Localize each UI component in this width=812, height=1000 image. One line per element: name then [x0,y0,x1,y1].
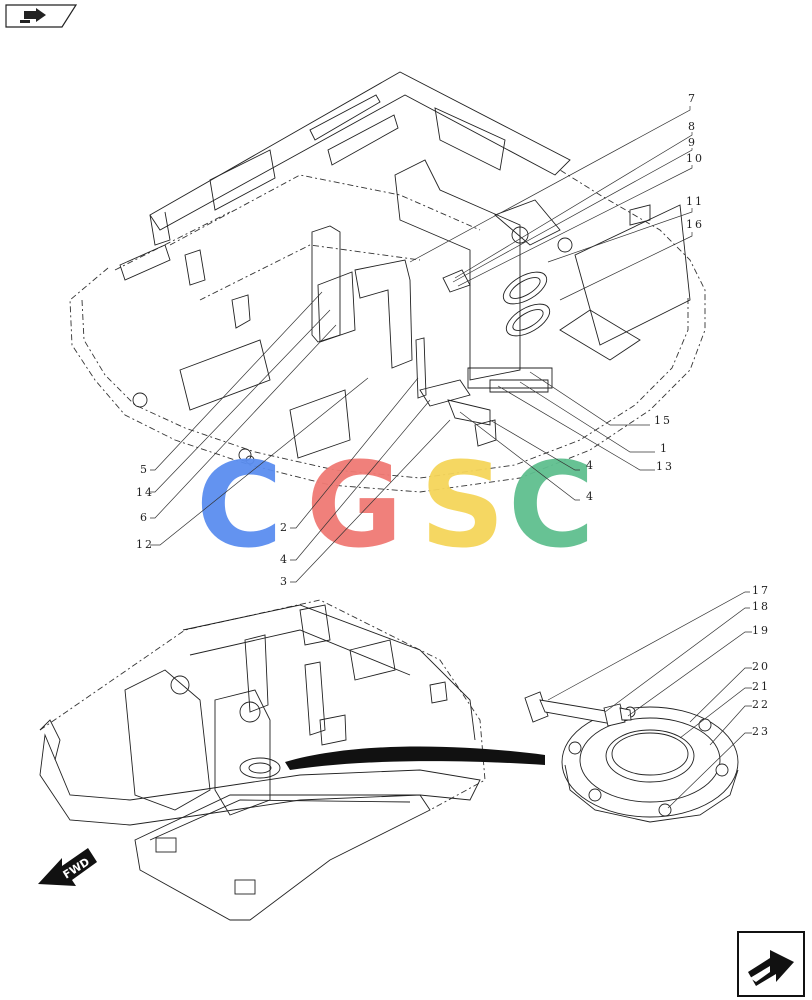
callout-9: 9 [688,136,697,149]
callout-23: 23 [752,725,770,738]
callout-15: 15 [654,414,672,427]
callout-12: 12 [136,538,154,551]
callout-14: 14 [136,486,154,499]
callout-6: 6 [140,511,149,524]
callout-2: 2 [280,521,289,534]
forward-arrow-icon: FWD [38,848,97,886]
svg-text:G: G [306,436,403,574]
svg-text:C: C [508,436,595,574]
callout-leaders-top [150,106,693,583]
callout-10: 10 [686,152,704,165]
callout-16: 16 [686,218,704,231]
callout-5: 5 [140,463,149,476]
callout-19: 19 [752,624,770,637]
watermark: C G S C [196,436,595,574]
callout-leaders-bottom [547,591,752,809]
callout-11: 11 [686,195,704,208]
callout-21: 21 [752,680,770,693]
callout-22: 22 [752,698,770,711]
upper-frame-drawing [69,71,706,493]
next-page-arrow-icon[interactable] [737,931,805,997]
callout-4: 4 [586,490,595,503]
svg-text:S: S [420,436,505,574]
swing-ring-detail [524,691,739,823]
detail-connector [285,746,545,770]
callout-13: 13 [656,460,674,473]
book-arrow-icon[interactable] [5,4,78,28]
callout-1: 1 [660,442,669,455]
ring-bolts [568,706,729,817]
callout-4: 4 [586,459,595,472]
callout-8: 8 [688,120,697,133]
callout-3: 3 [280,575,289,588]
callout-20: 20 [752,660,770,673]
callout-4: 4 [280,553,289,566]
callout-7: 7 [688,92,697,105]
callout-17: 17 [752,584,770,597]
lower-frame-drawing [39,599,486,921]
callout-18: 18 [752,600,770,613]
